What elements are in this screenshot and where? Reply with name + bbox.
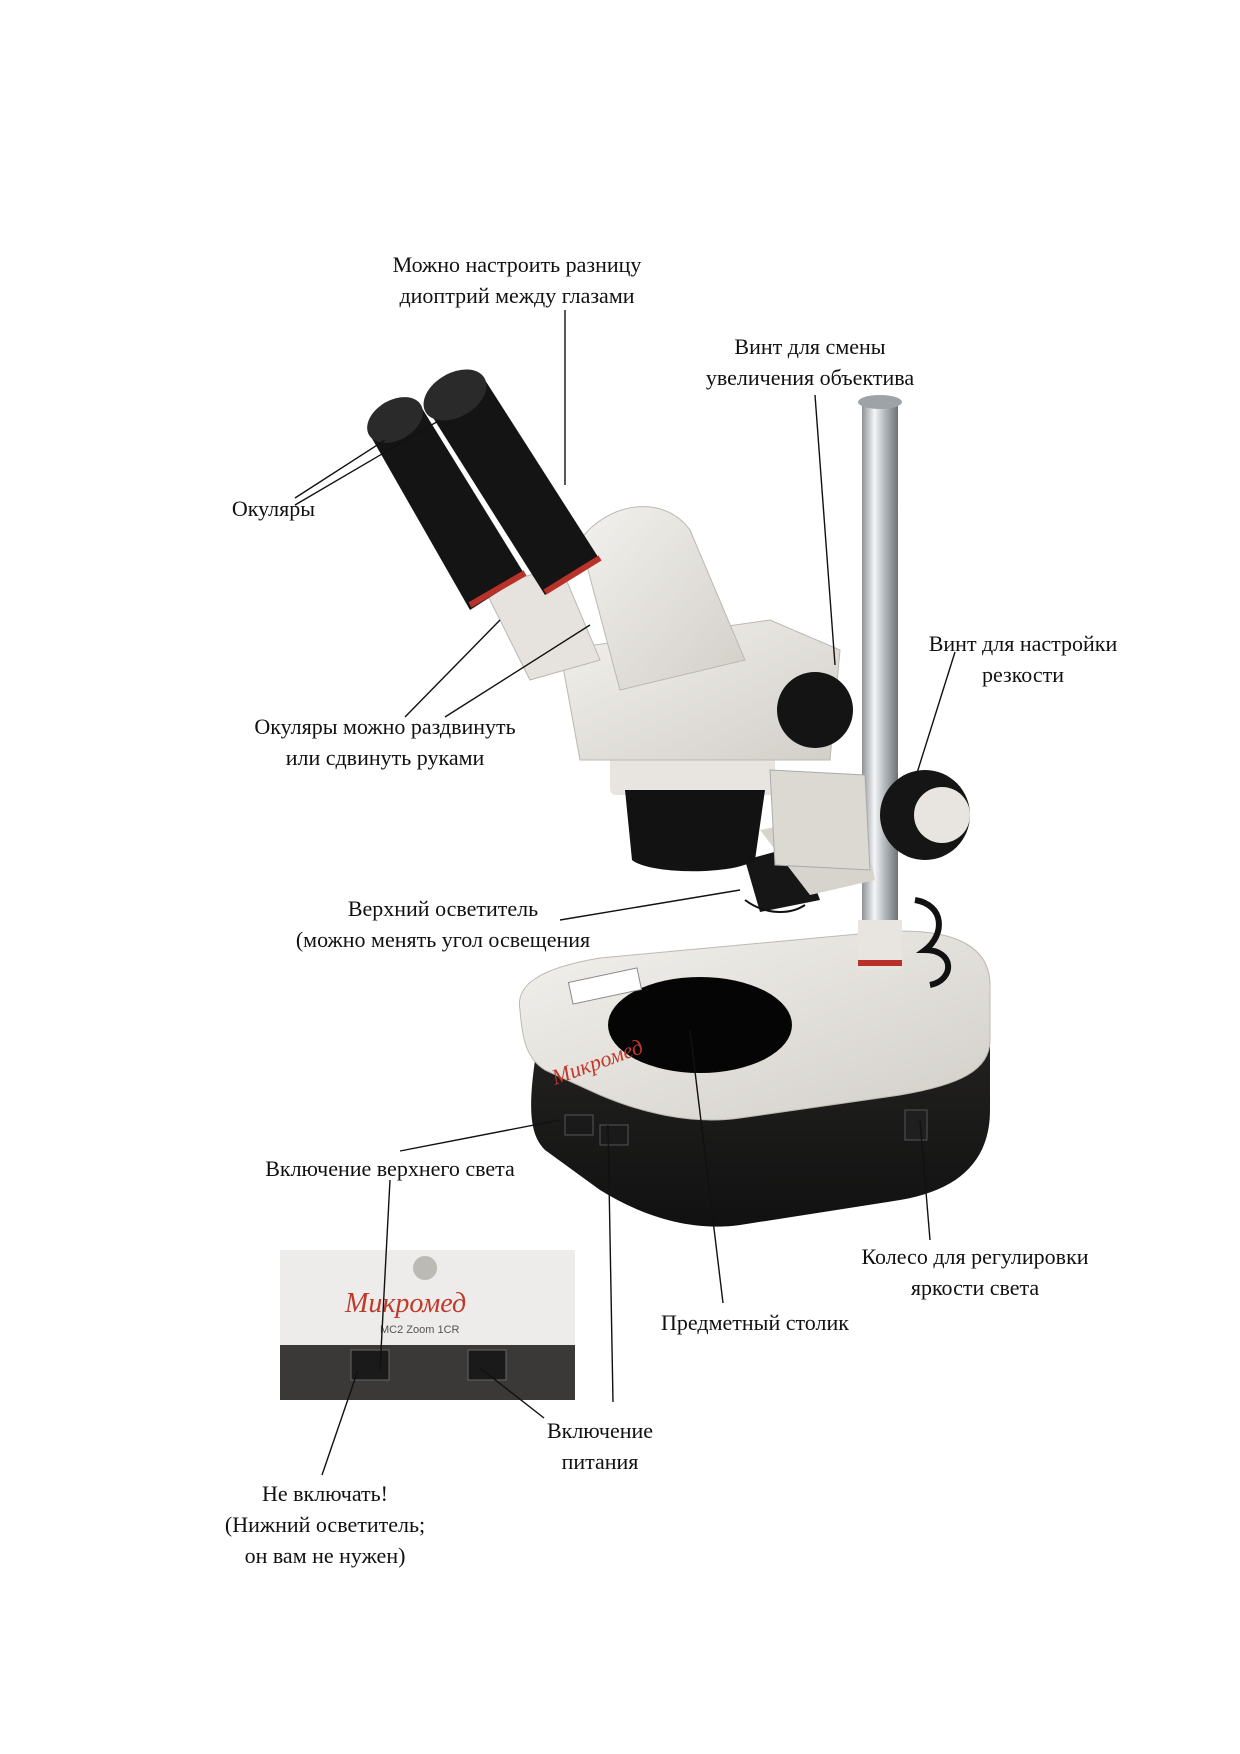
label-stage: Предметный столик [661,1310,849,1335]
inset-model: MC2 Zoom 1CR [380,1324,460,1336]
inset-photo: Микромед MC2 Zoom 1CR [280,1250,575,1400]
label-eyepieces: Окуляры [231,496,315,521]
rotation-arrow [744,899,806,913]
inset-logo: Микромед [344,1288,466,1319]
label-do-not-turn-on: Не включать!(Нижний осветитель;он вам не… [224,1481,426,1568]
label-top-light-switch: Включение верхнего света [265,1156,515,1181]
focus-arm [769,769,970,871]
pillar-collar [858,897,952,988]
microscope-head [484,506,853,761]
leader-lines [294,310,956,1476]
eyepieces [367,369,602,610]
label-top-light: Верхний осветитель(можно менять угол осв… [295,896,591,952]
objective [610,745,775,872]
base [518,930,991,1227]
